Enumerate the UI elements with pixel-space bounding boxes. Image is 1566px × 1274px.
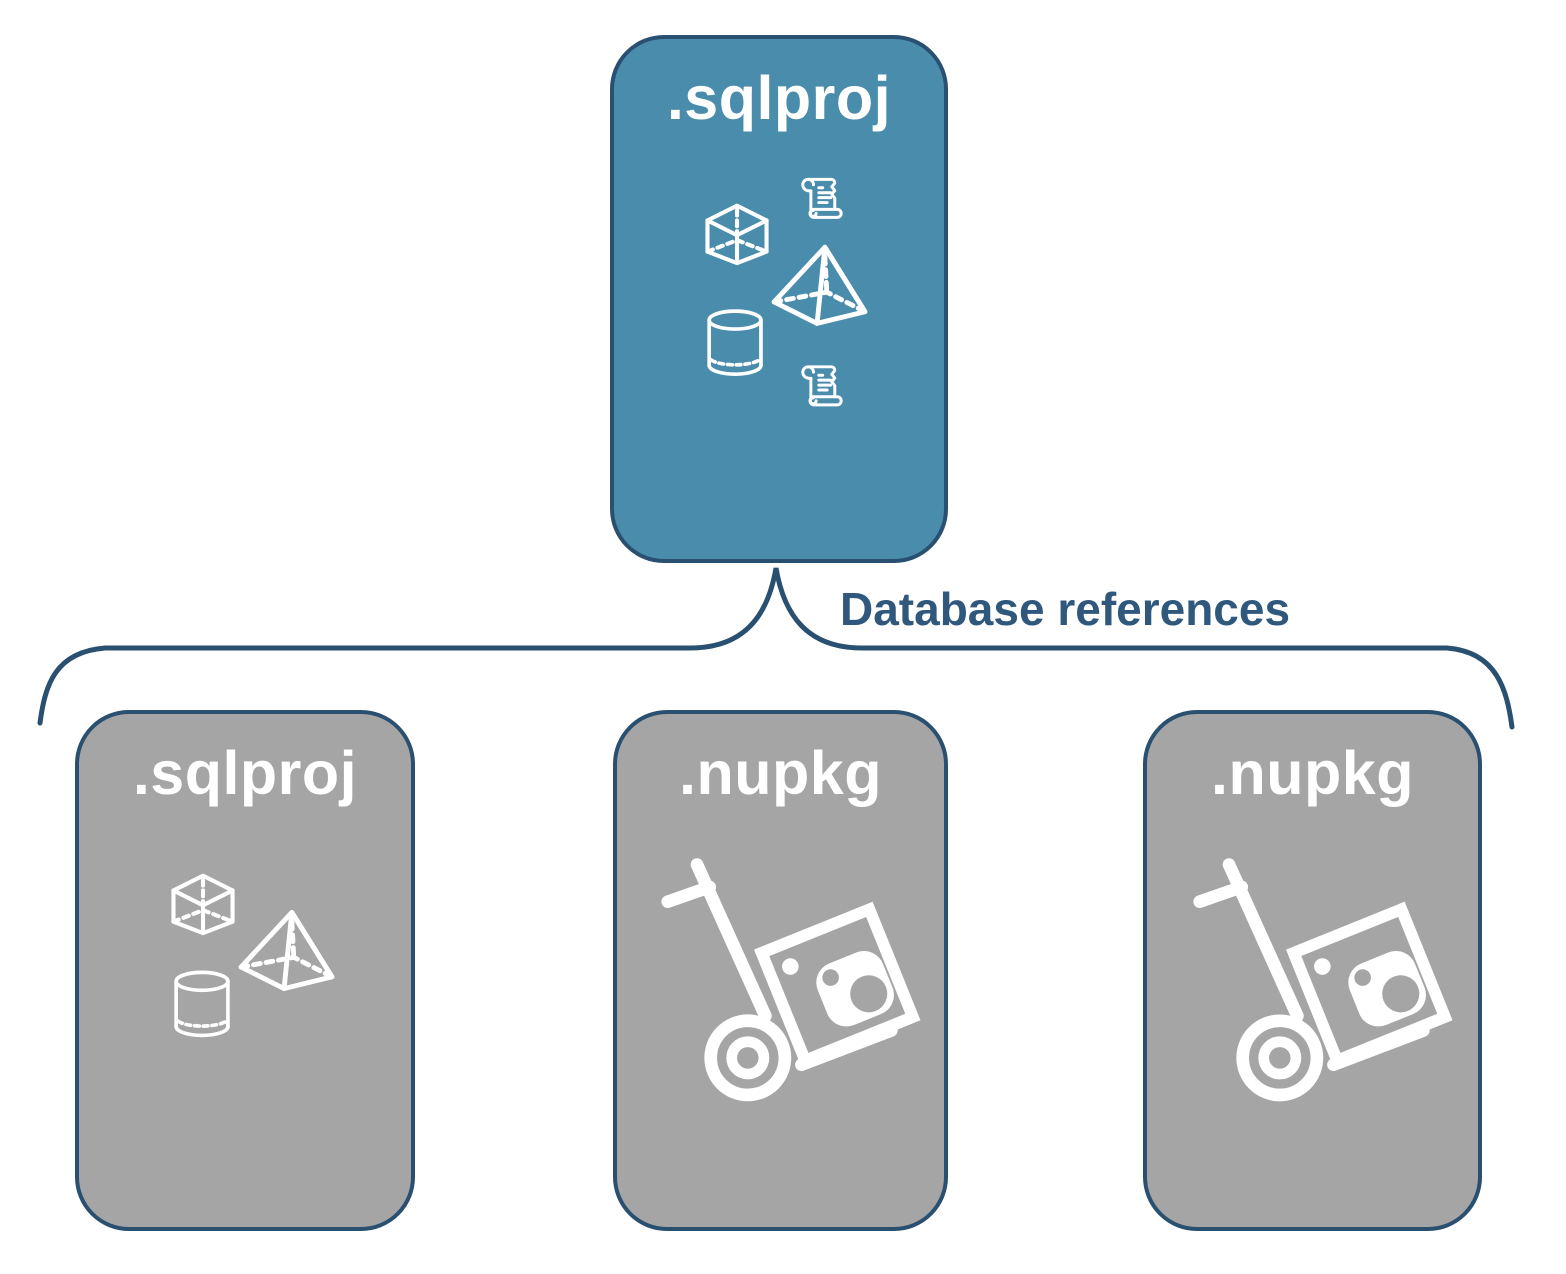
cylinder-icon bbox=[707, 309, 763, 377]
pyramid-icon bbox=[241, 912, 332, 988]
node-title: .sqlproj bbox=[666, 64, 892, 132]
node-child-nupkg-2: .nupkg bbox=[1143, 710, 1482, 1231]
package-icons bbox=[617, 714, 944, 1227]
sql-objects-icons bbox=[79, 714, 411, 1038]
script-scroll-icon bbox=[801, 177, 843, 219]
cylinder-icon bbox=[174, 970, 230, 1038]
cube-icon bbox=[707, 206, 766, 263]
node-child-nupkg-1: .nupkg bbox=[613, 710, 948, 1231]
pyramid-icon bbox=[774, 247, 865, 323]
node-title: .nupkg bbox=[679, 739, 882, 807]
node-title: .sqlproj bbox=[132, 739, 358, 807]
package-icons bbox=[1147, 714, 1478, 1227]
connector-label: Database references bbox=[840, 583, 1291, 635]
node-parent-sqlproj: .sqlproj bbox=[610, 35, 948, 563]
nuget-hand-truck-icon bbox=[668, 865, 913, 1095]
node-title: .nupkg bbox=[1211, 739, 1414, 807]
script-scroll-icon bbox=[801, 365, 843, 407]
cube-icon bbox=[173, 876, 232, 933]
nuget-hand-truck-icon bbox=[1200, 865, 1445, 1095]
node-child-sqlproj: .sqlproj bbox=[75, 710, 415, 1231]
sql-objects-icons bbox=[614, 177, 944, 407]
brace-path bbox=[37, 567, 1515, 730]
